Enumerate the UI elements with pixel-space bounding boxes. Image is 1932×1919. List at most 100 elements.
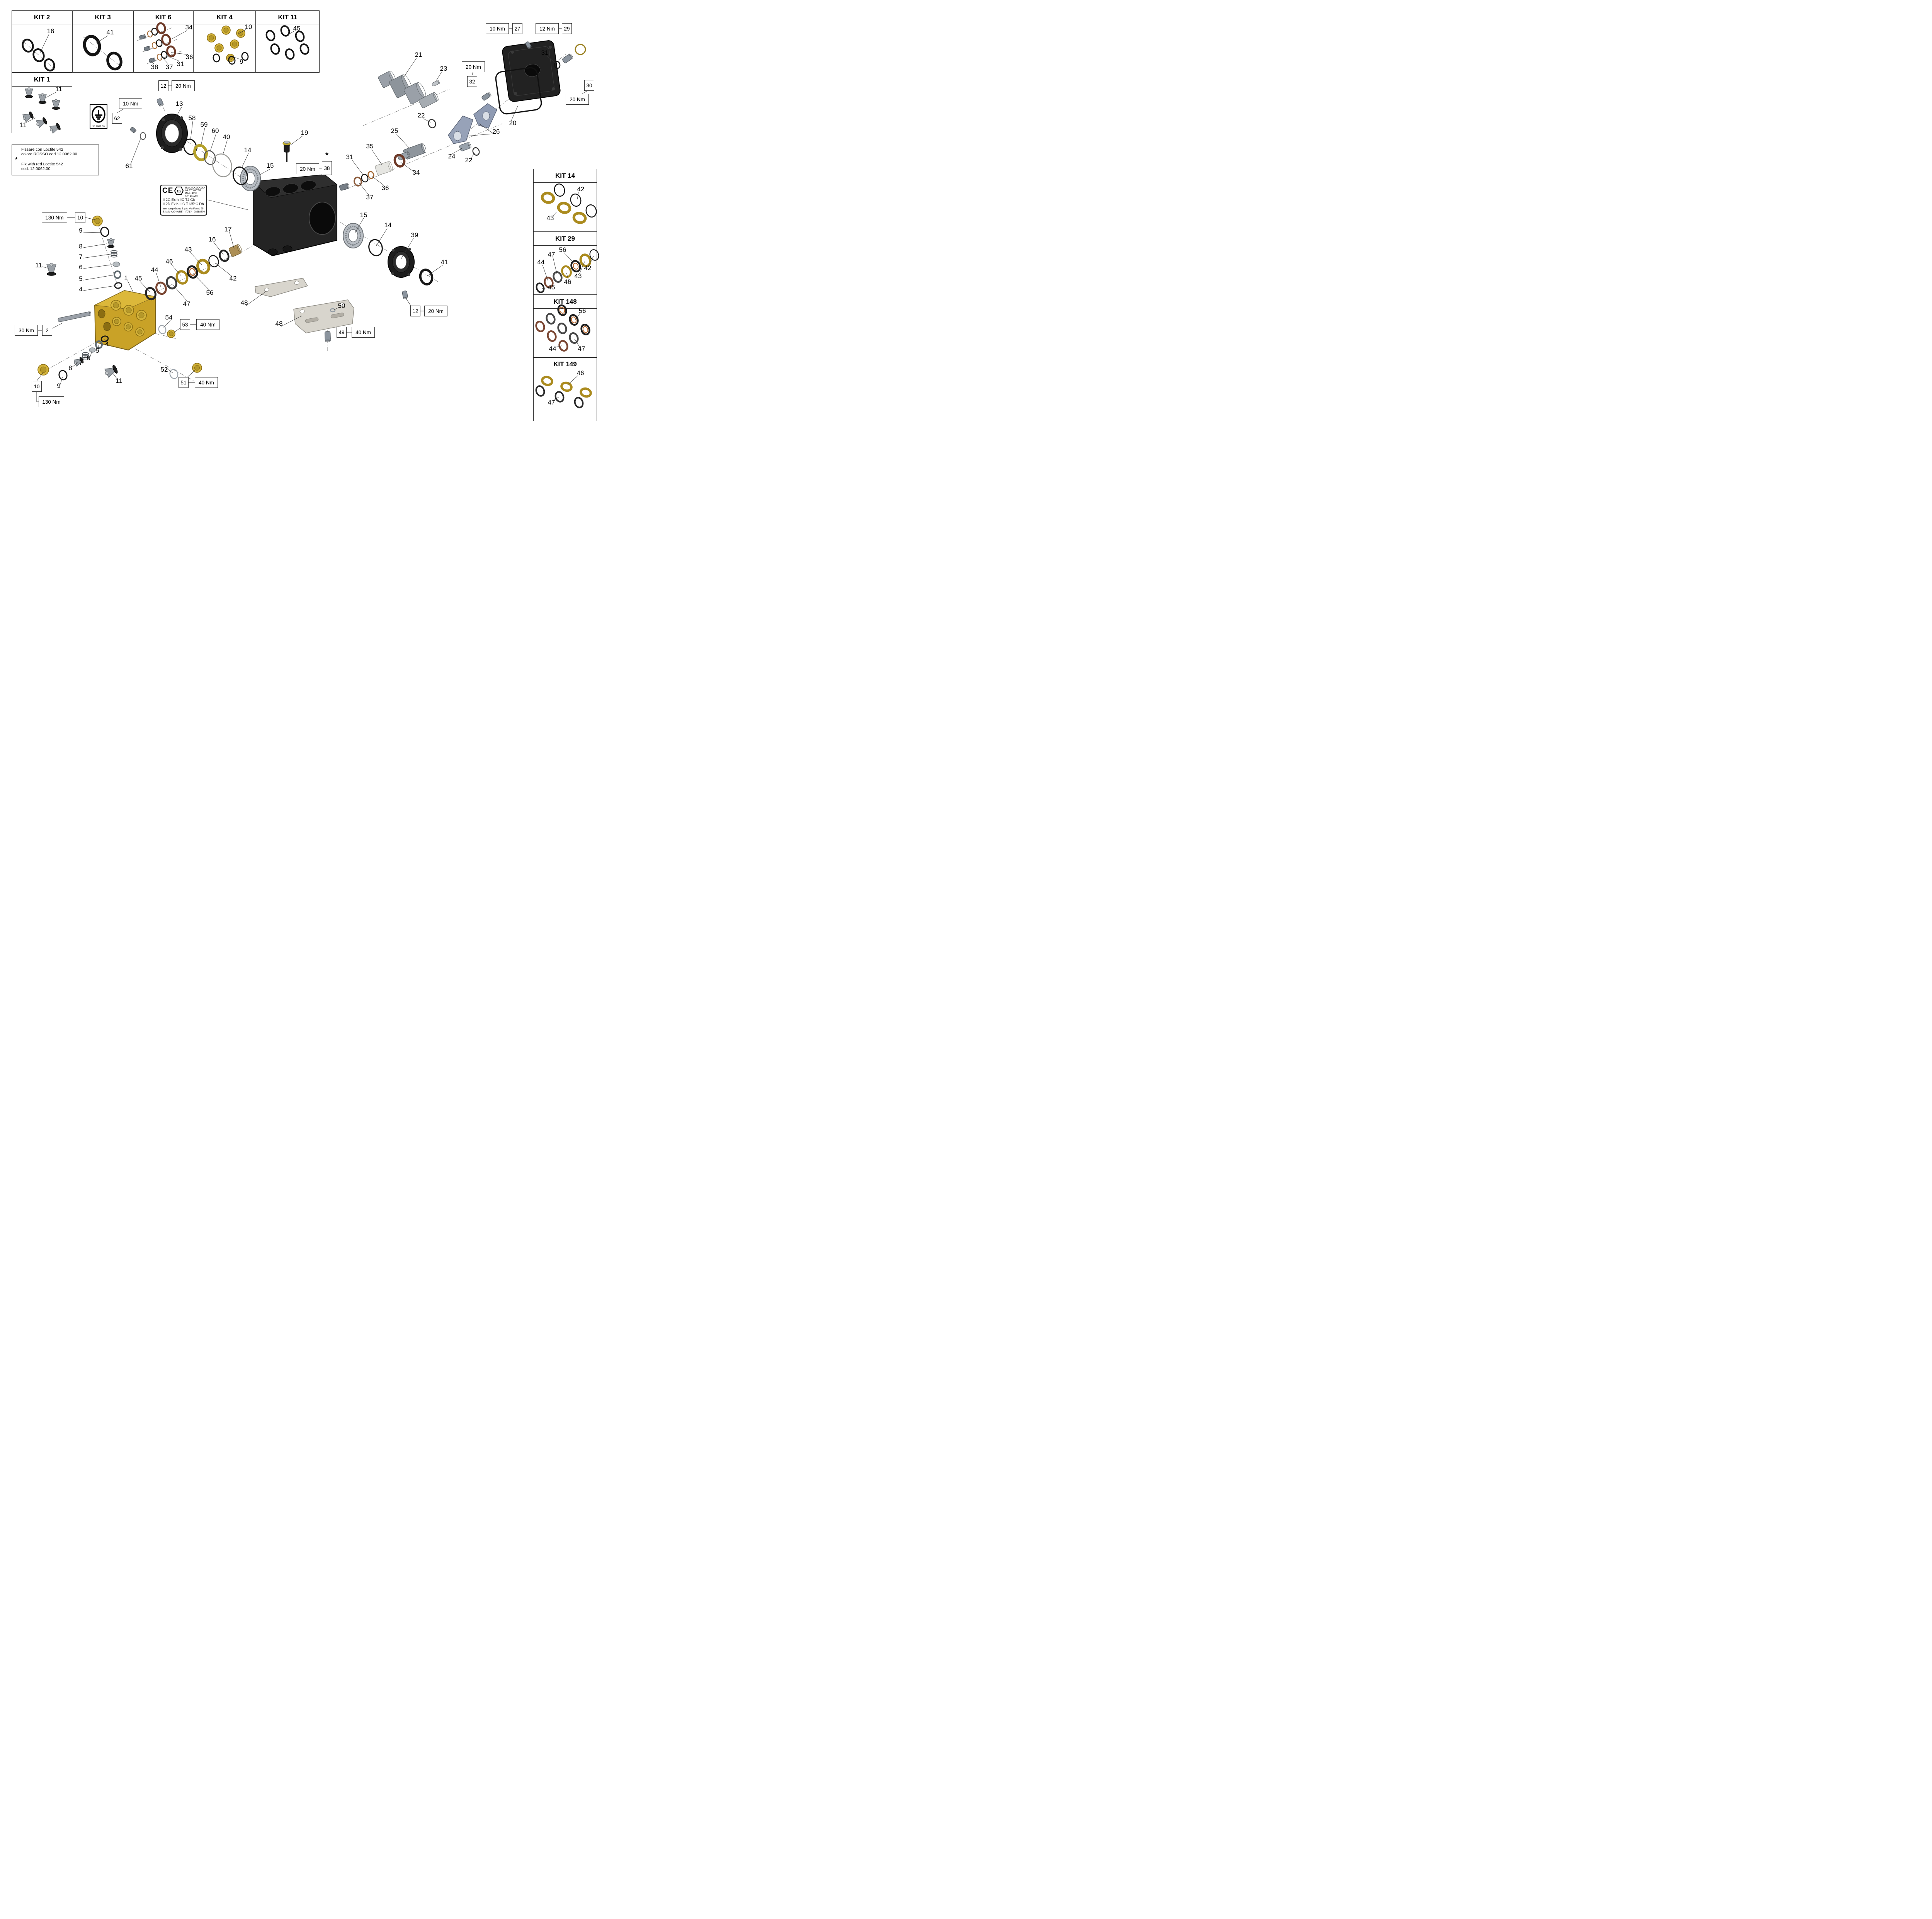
kit-title: KIT 6 <box>134 11 193 24</box>
bearing-flange-39 <box>388 246 415 278</box>
cylinder-end <box>433 92 439 101</box>
leader-line <box>213 242 224 255</box>
callout-45: 45 <box>134 275 142 282</box>
spring-coil <box>111 252 117 255</box>
callout-asterisk: * <box>325 151 328 160</box>
brass-hex-plug <box>123 305 134 316</box>
cylinder-end <box>416 82 426 98</box>
part-ref-box-53: 53 <box>180 319 190 330</box>
cover-gasket-20 <box>495 67 542 115</box>
callout-47: 47 <box>548 251 555 258</box>
seal-ring <box>183 138 197 155</box>
seal-ring <box>212 153 232 177</box>
callout-46: 46 <box>564 278 571 286</box>
brass-hex-plug <box>167 330 175 338</box>
leader-line <box>83 254 110 258</box>
callout-7: 7 <box>79 253 83 260</box>
callout-21: 21 <box>415 51 422 58</box>
callout-44: 44 <box>151 266 158 274</box>
seal-ring <box>140 132 146 140</box>
valve-spring <box>111 250 117 258</box>
leader-line <box>201 127 205 146</box>
brass-hex-plug <box>192 363 202 373</box>
callout-43: 43 <box>546 214 554 222</box>
leader-line <box>72 362 78 367</box>
crankcase-body <box>252 174 338 257</box>
kit-title: KIT 4 <box>194 11 255 24</box>
brass-hex-plug <box>136 310 147 321</box>
note-line-2: colore ROSSO cod.12.0062.00 <box>21 152 77 156</box>
torque-box-40-nm: 40 Nm <box>195 377 218 388</box>
torque-box-20-nm: 20 Nm <box>424 306 447 316</box>
cylinder-end <box>407 151 410 157</box>
leader-line <box>190 121 193 140</box>
torque-box-40-nm: 40 Nm <box>352 327 375 338</box>
brass-hex-plug <box>135 327 145 337</box>
valve-cone <box>46 264 56 274</box>
callout-60: 60 <box>211 127 219 134</box>
plug-head <box>112 317 121 326</box>
kit-box-kit-11: KIT 11 <box>256 10 320 73</box>
loctite-note: * Fissare con Loctite 542 colore ROSSO c… <box>12 144 99 175</box>
callout-16: 16 <box>47 27 54 35</box>
callout-22: 22 <box>465 156 473 164</box>
plug-hex <box>126 307 132 313</box>
callout-50: 50 <box>338 302 345 309</box>
mounting-bracket-48-top <box>255 278 308 297</box>
ce-ft: F/T: 47-ATX <box>185 195 198 198</box>
callout-35: 35 <box>366 143 374 150</box>
callout-47: 47 <box>183 300 190 308</box>
plug-head <box>136 310 147 321</box>
valve-seat-ring <box>112 365 118 374</box>
cylinder-body <box>389 75 411 98</box>
seal-ring <box>367 171 374 179</box>
callout-20: 20 <box>509 119 517 127</box>
callout-5: 5 <box>95 347 99 354</box>
seal-ring <box>187 265 198 279</box>
leader-line <box>173 328 180 333</box>
kit-title: KIT 29 <box>534 232 597 246</box>
note-line-4: cod. 12.0062.00 <box>21 167 51 171</box>
leader-line <box>83 275 114 280</box>
leader-line <box>355 218 364 233</box>
callout-44: 44 <box>549 345 556 352</box>
callout-52: 52 <box>160 366 168 373</box>
cylinder-end <box>133 129 136 133</box>
rear-cover-plate <box>502 40 561 102</box>
callout-1: 1 <box>124 274 128 282</box>
kit-title: KIT 2 <box>12 11 72 24</box>
cylinder-part <box>156 98 164 107</box>
callout-9: 9 <box>240 58 243 65</box>
kit-title: KIT 148 <box>534 295 597 309</box>
torque-box-20-nm: 20 Nm <box>296 163 319 174</box>
cylinder-end <box>421 143 427 153</box>
callout-36: 36 <box>381 184 389 192</box>
leader-line <box>41 266 49 269</box>
seal-ring <box>419 269 434 286</box>
callout-6: 6 <box>87 354 90 362</box>
kit-box-kit-2: KIT 2 <box>12 10 72 73</box>
callout-26: 26 <box>492 128 500 135</box>
leader-line <box>172 107 182 123</box>
leader-line <box>371 149 382 165</box>
seal-ring <box>219 250 230 262</box>
leader-line <box>207 199 248 210</box>
cylinder-end <box>325 340 331 342</box>
cylinder-body <box>397 152 410 160</box>
cylinder-body <box>228 245 242 257</box>
plug-head <box>192 363 202 373</box>
callout-44: 44 <box>537 258 545 266</box>
cylinder-end <box>347 183 350 189</box>
valve-cone <box>104 367 116 378</box>
svg-text:Ex: Ex <box>177 189 182 194</box>
callout-47: 47 <box>548 399 555 406</box>
callout-45: 45 <box>548 284 555 291</box>
cylinder-body <box>378 71 395 88</box>
plug-hex <box>169 331 173 336</box>
callout-41: 41 <box>106 29 114 36</box>
cylinder-body <box>481 92 491 101</box>
plug-head <box>124 322 133 331</box>
leader-lines-layer <box>25 28 594 402</box>
plug-hex <box>138 312 145 318</box>
leader-line <box>130 137 141 165</box>
